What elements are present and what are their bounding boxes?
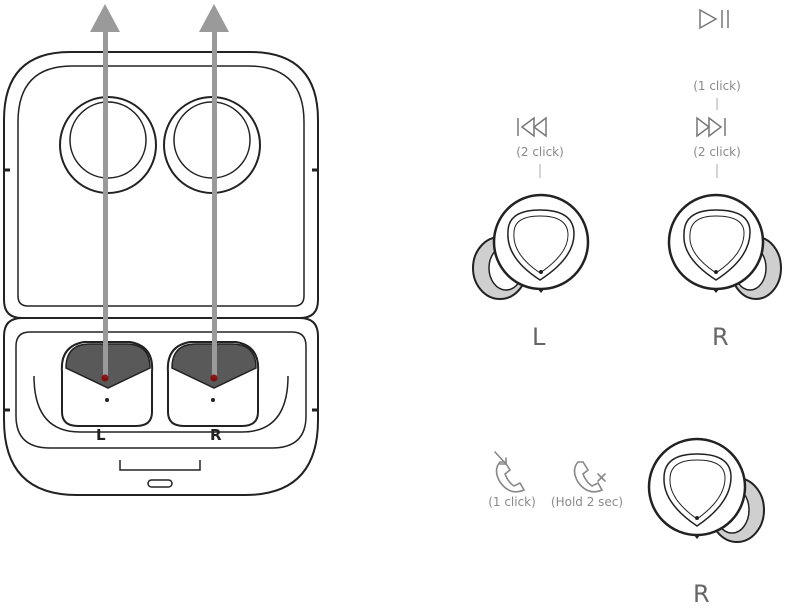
play-pause-label: (1 click) [693,79,741,93]
case-lid-inner [17,65,305,307]
arrow-right-shaft [212,28,217,378]
charging-case [3,51,319,496]
reject-call-icon [573,461,606,493]
case-lid [3,51,319,319]
control-left-letter: L [532,323,546,351]
previous-track-label: (2 click) [516,145,564,159]
call-right-letter: R [693,580,710,608]
control-earbud-left [472,193,590,300]
previous-track-icon [517,116,547,138]
case-tray [33,375,289,433]
removal-arrows [90,4,229,382]
case-led-icon [147,479,173,488]
case-base-inner [15,331,307,449]
case-base [3,317,319,496]
case-tab [119,460,201,471]
answer-call-label: (1 click) [488,495,536,509]
call-earbud-right [647,437,765,543]
case-right-letter: R [210,426,222,444]
play-pause-icon [699,8,729,30]
next-track-label: (2 click) [693,145,741,159]
control-right-letter: R [712,323,729,351]
next-track-icon [696,116,726,138]
arrow-left-shaft [103,28,108,378]
arrow-left-head-icon [90,4,120,32]
reject-call-label: (Hold 2 sec) [551,495,623,509]
case-left-letter: L [96,426,106,444]
control-earbud-right [667,193,782,300]
arrow-right-head-icon [199,4,229,32]
answer-call-icon [494,451,526,493]
